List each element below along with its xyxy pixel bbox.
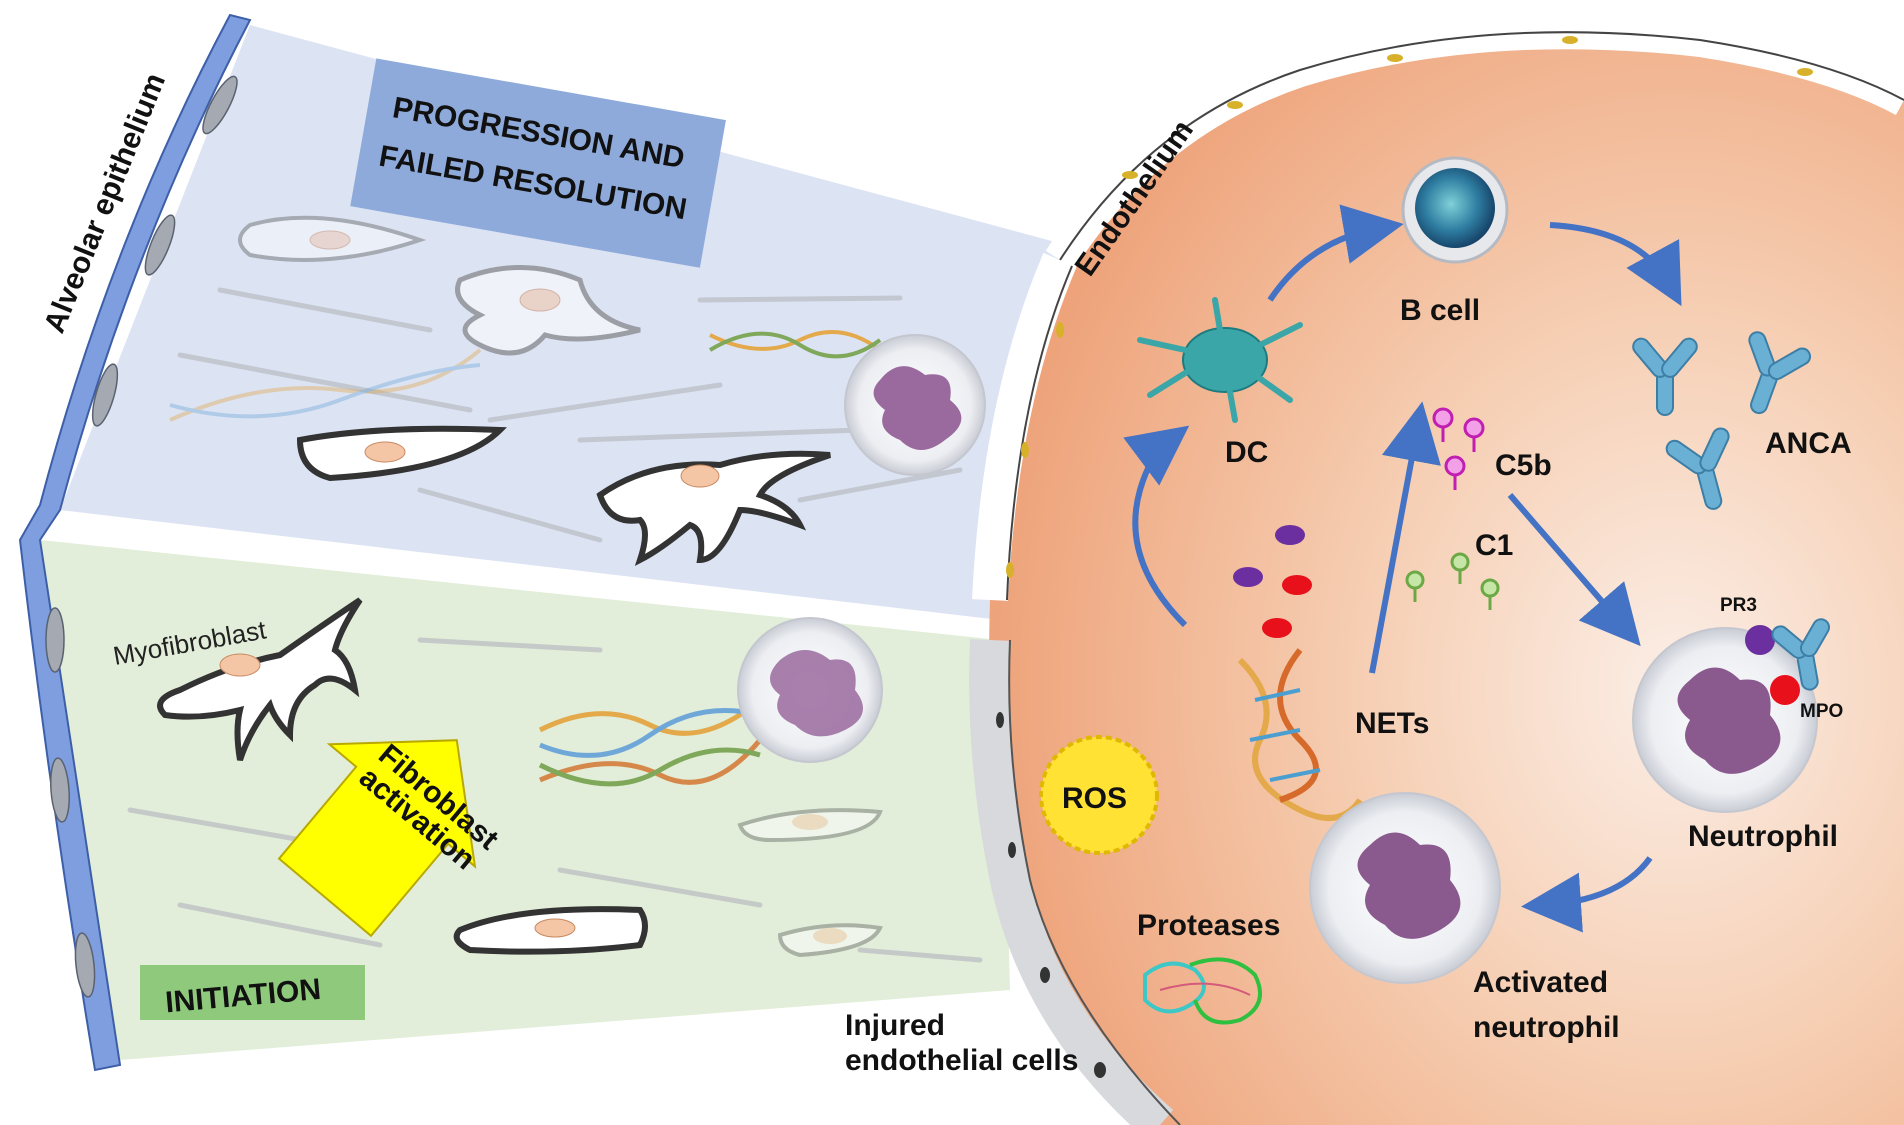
- arrow-nets-to-c5b: [1369, 401, 1441, 674]
- dna-strand: [169, 348, 482, 422]
- b-cell-label: B cell: [1400, 294, 1480, 327]
- fibroblast-cell: [238, 215, 427, 262]
- mpo-label: MPO: [1800, 701, 1843, 722]
- myofibroblast-cell: [596, 450, 831, 566]
- fibroblast-cell: [453, 906, 648, 955]
- arrow-c5b-to-neutrophil: [1507, 493, 1641, 647]
- c5b-molecules: [1432, 407, 1485, 490]
- anca-antibodies: [1632, 331, 1812, 510]
- injured-label-line1: Injured: [845, 1009, 945, 1042]
- dendritic-cell: [1137, 297, 1303, 423]
- injured-endothelial-nuclei: [996, 712, 1106, 1078]
- arrow-neutrophil-to-activated: [1521, 856, 1653, 933]
- pr3-antigen: [1745, 625, 1775, 655]
- arrow-dc-to-bcell: [1267, 204, 1404, 302]
- neutrophil-label: Neutrophil: [1688, 820, 1838, 853]
- dna-strand: [708, 330, 882, 359]
- injured-label-line2: endothelial cells: [845, 1044, 1078, 1077]
- anca-bound-antibody: [1771, 618, 1830, 691]
- endothelial-nuclei: [1006, 36, 1813, 578]
- nets-label: NETs: [1355, 707, 1429, 740]
- mpo-antigen: [1770, 675, 1800, 705]
- ros-label: ROS: [1062, 782, 1127, 815]
- c1-molecules: [1405, 552, 1500, 610]
- initiation-box: [140, 965, 365, 1020]
- activated-neutrophil: [1309, 792, 1501, 984]
- fibroblast-cell: [296, 425, 507, 482]
- fibroblast-cell: [455, 265, 641, 356]
- fibroblast-cell: [737, 808, 883, 843]
- activated-label-line1: Activated: [1473, 966, 1608, 999]
- activated-label-line2: neutrophil: [1473, 1011, 1620, 1044]
- arrow-nets-to-dc: [1123, 425, 1190, 628]
- dna-strand: [538, 698, 762, 787]
- neutrophil-cell: [844, 334, 986, 476]
- myofibroblast-cell: [157, 597, 363, 761]
- anca-label: ANCA: [1765, 427, 1852, 460]
- collagen-fibers: [127, 287, 983, 963]
- c5b-label: C5b: [1495, 449, 1552, 482]
- c1-label: C1: [1475, 529, 1513, 562]
- b-cell: [1401, 156, 1509, 264]
- nets-dna: [1237, 648, 1363, 821]
- neutrophil-cell: [737, 617, 883, 763]
- left-panel: Alveolar epithelium PROGRESSION AND FAIL…: [18, 13, 1085, 1072]
- progression-title-box: PROGRESSION AND FAILED RESOLUTION: [350, 58, 726, 268]
- pathway-arrows: [1123, 204, 1682, 933]
- alveolar-epithelium: [18, 13, 252, 1072]
- proteases-label: Proteases: [1137, 909, 1280, 942]
- neutrophil-cell: [1632, 627, 1818, 813]
- dc-label: DC: [1225, 436, 1268, 469]
- ros-burst: [1039, 735, 1159, 855]
- pr3-label: PR3: [1720, 595, 1757, 616]
- arrow-bcell-to-anca: [1549, 222, 1682, 307]
- granule-dots: [1233, 525, 1312, 638]
- protease-structure: [1143, 957, 1262, 1025]
- fibroblast-cell: [777, 923, 883, 958]
